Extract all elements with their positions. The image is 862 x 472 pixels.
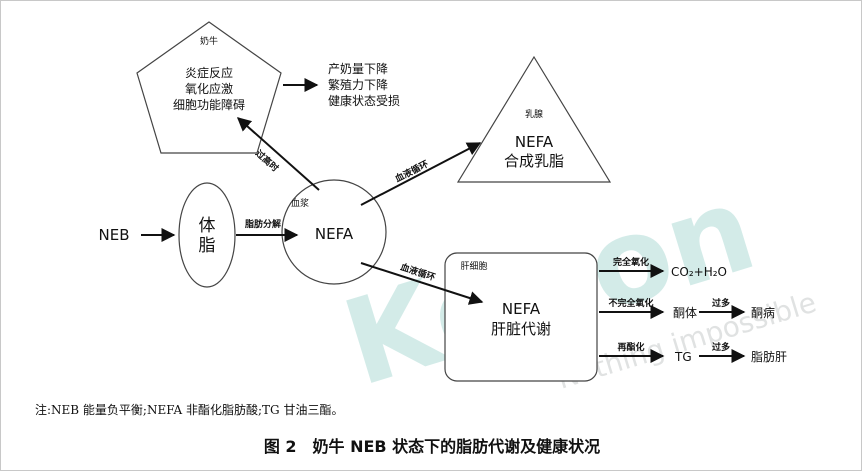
blood-circulation-label-upper: 血液循环 <box>393 158 431 185</box>
plasma-circle <box>281 179 387 285</box>
body-fat-ellipse <box>178 182 236 288</box>
tg-label: TG <box>674 350 692 364</box>
plasma-label: 血浆 <box>291 197 309 209</box>
body-fat-label-1: 体 <box>199 216 216 236</box>
fatty-liver-label: 脂肪肝 <box>751 349 787 364</box>
liver-nefa: NEFA <box>502 300 541 318</box>
ketosis-label: 酮病 <box>751 305 775 320</box>
effect-fertility: 繁殖力下降 <box>328 77 388 92</box>
reester-label: 再酯化 <box>617 341 644 353</box>
too-high-arrow <box>236 117 320 191</box>
co2-h2o-label: CO₂+H₂O <box>671 265 727 279</box>
liver-metabolism: 肝脏代谢 <box>491 320 551 338</box>
mammary-nefa: NEFA <box>515 133 554 151</box>
mammary-triangle <box>456 55 612 183</box>
excess-label-1: 过多 <box>712 297 730 309</box>
complete-ox-label: 完全氧化 <box>613 256 649 268</box>
plasma-nefa: NEFA <box>315 225 354 243</box>
figure-caption: 图 2 奶牛 NEB 状态下的脂肪代谢及健康状况 <box>263 437 601 456</box>
neb-label: NEB <box>99 226 130 244</box>
cow-line-1: 炎症反应 <box>185 65 233 80</box>
effect-health: 健康状态受损 <box>328 93 400 108</box>
excess-label-2: 过多 <box>712 341 730 353</box>
incomplete-ox-label: 不完全氧化 <box>608 297 653 309</box>
ketone-label: 酮体 <box>673 306 697 320</box>
liver-cell-box <box>444 252 598 382</box>
mammary-label: 乳腺 <box>525 108 543 120</box>
effect-milk: 产奶量下降 <box>328 62 388 76</box>
liver-cell-label: 肝细胞 <box>460 260 487 272</box>
mammary-synthesis: 合成乳脂 <box>504 152 564 170</box>
mammary-circulation-arrow <box>360 142 482 206</box>
fat-breakdown-label: 脂肪分解 <box>244 218 281 230</box>
cow-line-2: 氧化应激 <box>185 81 233 96</box>
liver-circulation-arrow <box>360 262 484 305</box>
cow-line-3: 细胞功能障碍 <box>173 97 245 112</box>
body-fat-label-2: 脂 <box>199 236 216 256</box>
cow-label: 奶牛 <box>200 35 218 47</box>
figure-note: 注:NEB 能量负平衡;NEFA 非酯化脂肪酸;TG 甘油三酯。 <box>35 403 344 417</box>
